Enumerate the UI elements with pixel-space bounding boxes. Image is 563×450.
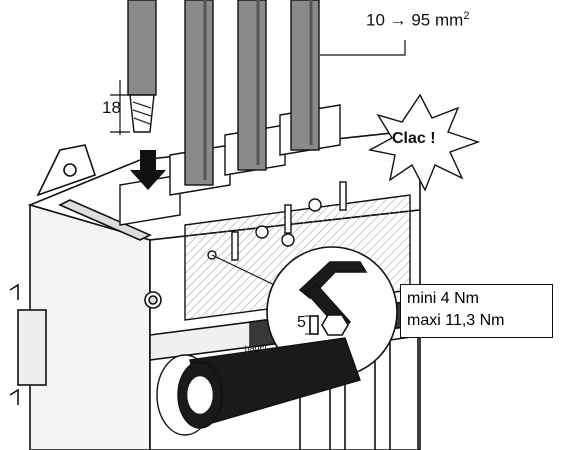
strip-length-dimension bbox=[110, 80, 130, 135]
hex-key-size-label: 5 bbox=[297, 314, 306, 331]
cable-4 bbox=[290, 0, 320, 151]
starburst-icon bbox=[367, 93, 481, 192]
brand-text: hager bbox=[244, 341, 268, 354]
cross-section-label: 10 → 95 mm2 bbox=[366, 10, 469, 31]
cable-1 bbox=[127, 0, 157, 96]
torque-min-label: mini 4 Nm bbox=[407, 290, 480, 307]
cable-2 bbox=[184, 0, 214, 186]
strip-length-label: 18 bbox=[102, 98, 121, 117]
cable-3 bbox=[237, 0, 267, 171]
cross-section-exponent: 2 bbox=[463, 10, 470, 22]
cross-section-value: 10 → 95 mm bbox=[366, 10, 464, 30]
push-arrow-icon bbox=[130, 150, 166, 190]
cable-group bbox=[127, 0, 320, 186]
hex-socket-icon bbox=[321, 314, 349, 336]
rotary-handle bbox=[156, 337, 361, 436]
cross-section-leader bbox=[320, 40, 406, 56]
click-sound-label: Clac ! bbox=[392, 130, 436, 147]
torque-max-label: maxi 11,3 Nm bbox=[407, 312, 505, 329]
torque-info-box: mini 4 Nm maxi 11,3 Nm bbox=[400, 284, 553, 338]
